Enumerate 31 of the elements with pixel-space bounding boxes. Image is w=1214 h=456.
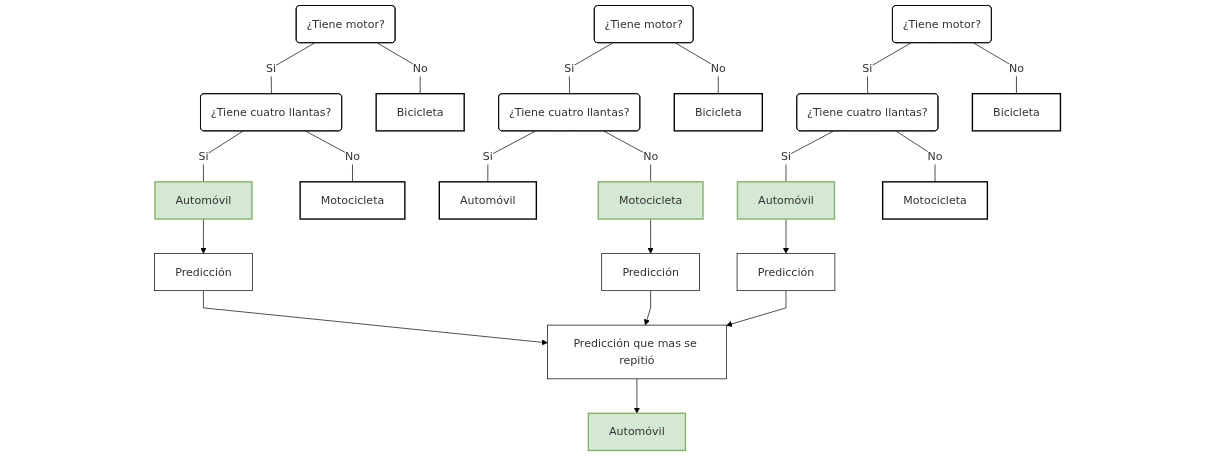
- node-box: Motocicleta: [881, 181, 988, 220]
- connector: [270, 42, 315, 95]
- edge-label: No: [1008, 61, 1024, 75]
- edge-label: Si: [482, 149, 493, 163]
- node-box: Automóvil: [587, 412, 686, 452]
- node-box: Motocicleta: [298, 181, 406, 220]
- node-box: Bicicleta: [374, 93, 465, 132]
- edge-label: Si: [563, 61, 574, 75]
- edge-label: Si: [197, 149, 208, 163]
- connector: [866, 42, 911, 95]
- node-box: Automóvil: [153, 181, 253, 220]
- connector: [568, 42, 613, 95]
- node-box: Predicción: [736, 253, 835, 291]
- node-box: Predicción: [600, 253, 700, 291]
- node-box: Bicicleta: [971, 93, 1061, 132]
- connector: [202, 130, 243, 183]
- node-box: Automóvil: [438, 181, 537, 220]
- edge-label: Si: [265, 61, 276, 75]
- edge-label: No: [642, 149, 658, 163]
- node-box: Automóvil: [736, 181, 835, 220]
- node-box: Motocicleta: [597, 181, 704, 220]
- edge-label: Si: [780, 149, 791, 163]
- node-box: Predicción que mas se repitió: [546, 324, 727, 380]
- edge-label: No: [710, 61, 726, 75]
- edge-label: Si: [861, 61, 872, 75]
- node-box: Predicción: [153, 253, 253, 291]
- edge-label: No: [412, 61, 428, 75]
- edge-label: No: [927, 149, 943, 163]
- node-box: Bicicleta: [673, 93, 763, 132]
- edge-label: No: [344, 149, 360, 163]
- connector: [785, 130, 834, 183]
